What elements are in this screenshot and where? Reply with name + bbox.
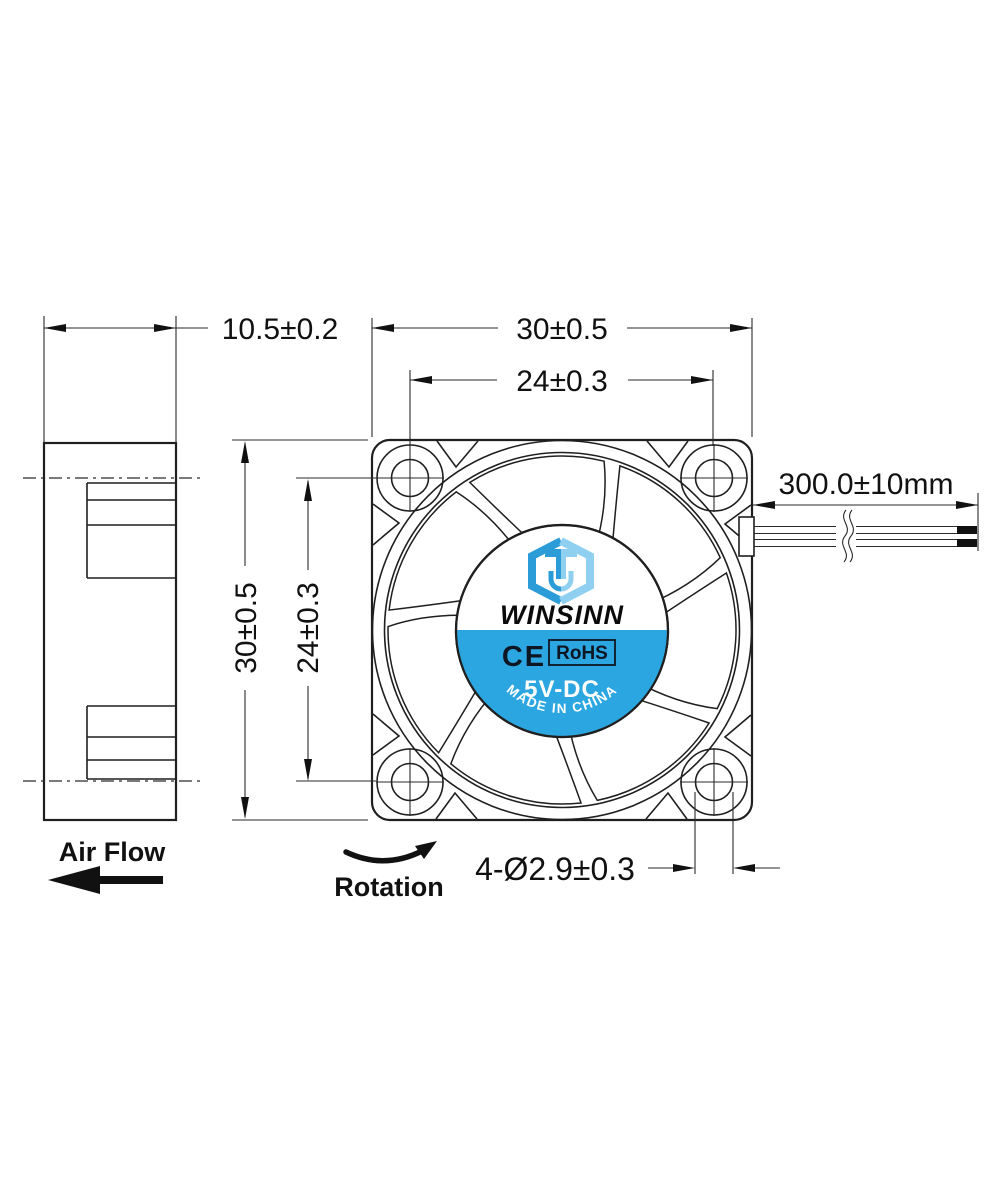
ce-mark: CE xyxy=(502,641,546,673)
dim-hole-pitch-v-text: 24±0.3 xyxy=(292,582,325,674)
air-flow-label: Air Flow xyxy=(59,837,166,867)
venturi-inner xyxy=(383,451,741,809)
fan-blades xyxy=(367,448,753,828)
dim-width-outer: 30±0.5 xyxy=(371,313,753,437)
dim-depth-text: 10.5±0.2 xyxy=(222,313,339,346)
fan-front-view: WINSINN CE RoHS 5V-DC MADE IN CHINA xyxy=(367,438,755,828)
wire-tab xyxy=(738,516,755,557)
air-flow-arrow-icon xyxy=(48,866,163,894)
dim-width-outer-text: 30±0.5 xyxy=(516,313,608,346)
dim-mounting-holes: 4-Ø2.9±0.3 xyxy=(475,792,780,887)
rotation-arrow-icon xyxy=(343,841,437,864)
voltage-text: 5V-DC xyxy=(524,676,600,703)
dim-mounting-holes-text: 4-Ø2.9±0.3 xyxy=(475,851,635,887)
rotation-label: Rotation xyxy=(334,872,443,902)
dim-cable-length-text: 300.0±10mm xyxy=(779,468,954,501)
lead-wires xyxy=(754,509,977,563)
brand-text: WINSINN xyxy=(500,600,624,630)
dim-hole-pitch-v: 24±0.3 xyxy=(292,477,376,782)
venturi-outer xyxy=(371,439,753,821)
brand-logo-icon xyxy=(528,537,594,605)
rotation-annotation: Rotation xyxy=(334,841,444,902)
dim-height-outer: 30±0.5 xyxy=(230,439,368,821)
dim-cable-length: 300.0±10mm xyxy=(753,468,979,551)
rohs-box xyxy=(548,639,616,666)
wire-break-icon xyxy=(842,509,854,563)
wire-tip xyxy=(957,539,977,547)
dim-hole-pitch-h-text: 24±0.3 xyxy=(516,365,608,398)
dim-depth: 10.5±0.2 xyxy=(43,313,339,443)
dim-height-outer-text: 30±0.5 xyxy=(230,582,263,674)
dim-hole-pitch-h: 24±0.3 xyxy=(409,365,714,446)
rohs-text: RoHS xyxy=(556,643,608,664)
wire-tip xyxy=(957,526,977,534)
air-flow-annotation: Air Flow xyxy=(48,837,166,894)
fan-side-view xyxy=(23,441,200,822)
